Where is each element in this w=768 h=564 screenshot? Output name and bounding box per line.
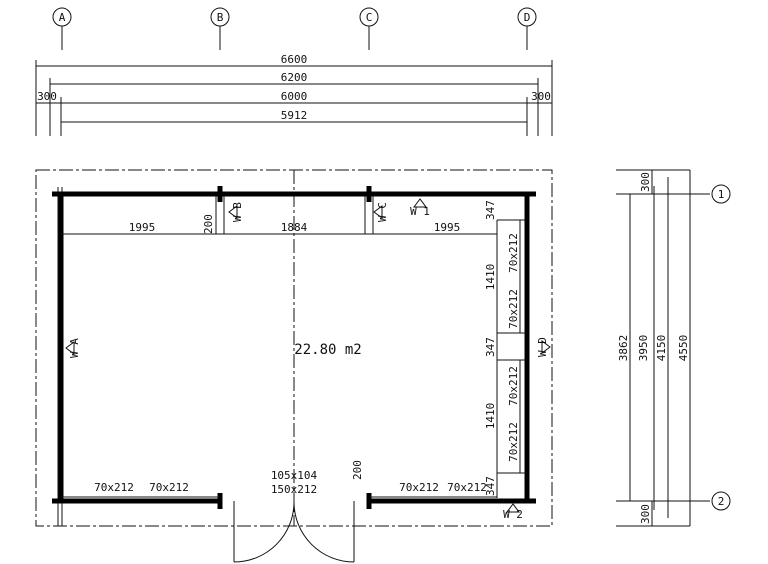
door-size-top: 105x104 (271, 469, 318, 482)
window-bottom-2: 70x212 (149, 481, 189, 494)
wall-marker-1: W 1 (410, 198, 430, 218)
grid-column-d: D (517, 7, 537, 50)
svg-text:4550: 4550 (677, 335, 690, 362)
dim-inner: 5912 (281, 109, 308, 122)
svg-text:2: 2 (718, 495, 725, 508)
dim-left-offset: 300 (37, 90, 57, 103)
dim-overall: 6600 (281, 53, 308, 66)
walls (52, 186, 536, 509)
grid-row-2: 2 (711, 491, 731, 511)
svg-text:C: C (366, 11, 373, 24)
svg-text:B: B (217, 11, 224, 24)
dim-segment-right: 1995 (434, 221, 461, 234)
window-right-2: 70x212 (507, 289, 520, 329)
window-right-1: 70x212 (507, 233, 520, 273)
wall-marker-a: W A (65, 338, 81, 358)
dim-right-1410-upper: 1410 (484, 264, 497, 291)
window-right-4: 70x212 (507, 422, 520, 462)
svg-text:1: 1 (718, 188, 725, 201)
grid-column-b: B (210, 7, 230, 50)
svg-text:W 1: W 1 (410, 205, 430, 218)
svg-text:3862: 3862 (617, 335, 630, 362)
top-dimension-chain: 6600 6200 6000 5912 300 300 (35, 53, 553, 136)
grid-row-1: 1 (711, 184, 731, 204)
door-size-bottom: 150x212 (271, 483, 317, 496)
window-right-3: 70x212 (507, 366, 520, 406)
svg-text:300: 300 (639, 172, 652, 192)
double-door (233, 501, 355, 563)
svg-text:A: A (59, 11, 66, 24)
dim-segment-mid: 1884 (281, 221, 308, 234)
side-dimensions: 300 300 3862 3950 4150 4550 (616, 169, 710, 527)
grid-column-c: C (359, 7, 379, 50)
dim-segment-left: 1995 (129, 221, 156, 234)
wall-marker-b: W B (228, 202, 244, 222)
dim-second: 6200 (281, 71, 308, 84)
svg-text:300: 300 (639, 504, 652, 524)
window-bottom-3: 70x212 (399, 481, 439, 494)
dim-right-1410-lower: 1410 (484, 403, 497, 430)
dim-post-gap-bottom: 200 (351, 460, 364, 480)
dim-right-347-top: 347 (484, 200, 497, 220)
wall-marker-d: W D (536, 337, 551, 357)
dim-right-347-mid: 347 (484, 337, 497, 357)
svg-text:D: D (524, 11, 531, 24)
grid-column-a: A (52, 7, 72, 50)
room-area: 22.80 m2 (294, 342, 361, 358)
wall-marker-2: W 2 (503, 503, 523, 521)
dim-right-347-bottom: 347 (484, 476, 497, 496)
right-window-strip (496, 219, 527, 498)
wall-marker-c: W C (373, 202, 389, 222)
dim-third: 6000 (281, 90, 308, 103)
svg-text:4150: 4150 (655, 335, 668, 362)
svg-text:W 2: W 2 (503, 508, 523, 521)
svg-text:3950: 3950 (637, 335, 650, 362)
window-bottom-1: 70x212 (94, 481, 134, 494)
dim-post-gap: 200 (202, 214, 215, 234)
dim-right-offset: 300 (531, 90, 551, 103)
window-bottom-4: 70x212 (447, 481, 487, 494)
